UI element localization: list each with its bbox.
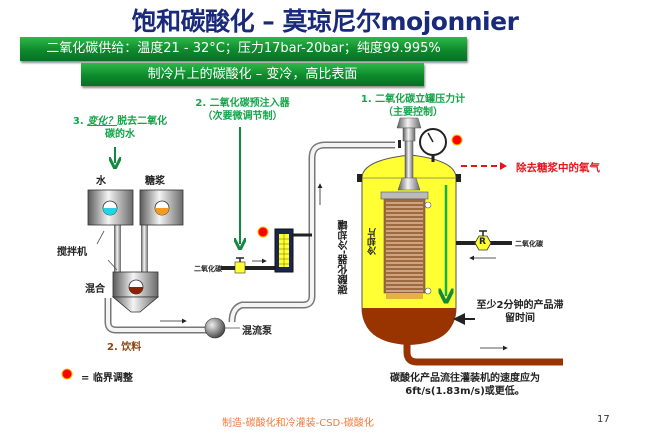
beverage-label: 2. 饮料 bbox=[107, 342, 142, 353]
callout-step1: 1. 二氧化碳立罐压力计（主要控制） bbox=[360, 94, 466, 118]
co2-supply-banner: 二氧化碳供给：温度21 - 32°C；压力17bar-20bar；纯度99.99… bbox=[20, 37, 467, 61]
feed-pipes bbox=[114, 224, 148, 272]
mixing-tank bbox=[111, 271, 160, 313]
mix-label: 混合 bbox=[85, 284, 105, 295]
water-tank bbox=[87, 189, 134, 226]
syrup-label: 糖浆 bbox=[145, 176, 165, 187]
co2-pre-injector bbox=[221, 228, 312, 274]
product-pipe bbox=[104, 141, 395, 334]
slide-title: 饱和碳酸化 – 莫琼尼尔mojonnier bbox=[131, 7, 519, 36]
outlet-pipe bbox=[403, 343, 563, 366]
critical-marker-pre-injector bbox=[257, 226, 269, 238]
mixer-label: 搅拌机 bbox=[57, 247, 87, 258]
syrup-tank bbox=[139, 189, 184, 226]
water-label: 水 bbox=[96, 176, 106, 187]
critical-marker-gauge bbox=[451, 134, 463, 146]
co2-regulator bbox=[456, 230, 512, 261]
co2-left-label: 二氧化碳 bbox=[194, 265, 222, 273]
regulator-label: R bbox=[479, 237, 486, 247]
oxygen-removal-label: 除去糖浆中的氧气 bbox=[516, 162, 600, 174]
cooling-plate-banner: 制冷片上的碳酸化 – 变冷，高比表面 bbox=[81, 63, 424, 86]
callout-step2: 2. 二氧化碳预注入器（次要微调节制） bbox=[195, 98, 290, 122]
legend-critical-dot bbox=[61, 368, 73, 380]
cooling-plate-label: 冷却片 bbox=[368, 228, 378, 255]
callout-step3: 3. 变化？脱去二氧化碳的水 bbox=[72, 116, 168, 140]
footer-text: 制造-碳酸化和冷灌装-CSD-碳酸化 bbox=[222, 418, 374, 429]
residence-time-label: 至少2分钟的产品滞留时间 bbox=[476, 300, 564, 324]
page-number: 17 bbox=[597, 414, 610, 425]
mixed-flow-pump bbox=[204, 317, 240, 339]
carbonator-tank bbox=[357, 117, 475, 345]
legend-text: = 临界调整 bbox=[81, 373, 133, 384]
co2-right-label: 二氧化碳 bbox=[515, 240, 543, 248]
carbonator-label: 碳酸化器-冷却罐 bbox=[339, 220, 350, 295]
pump-label: 混流泵 bbox=[242, 326, 272, 337]
